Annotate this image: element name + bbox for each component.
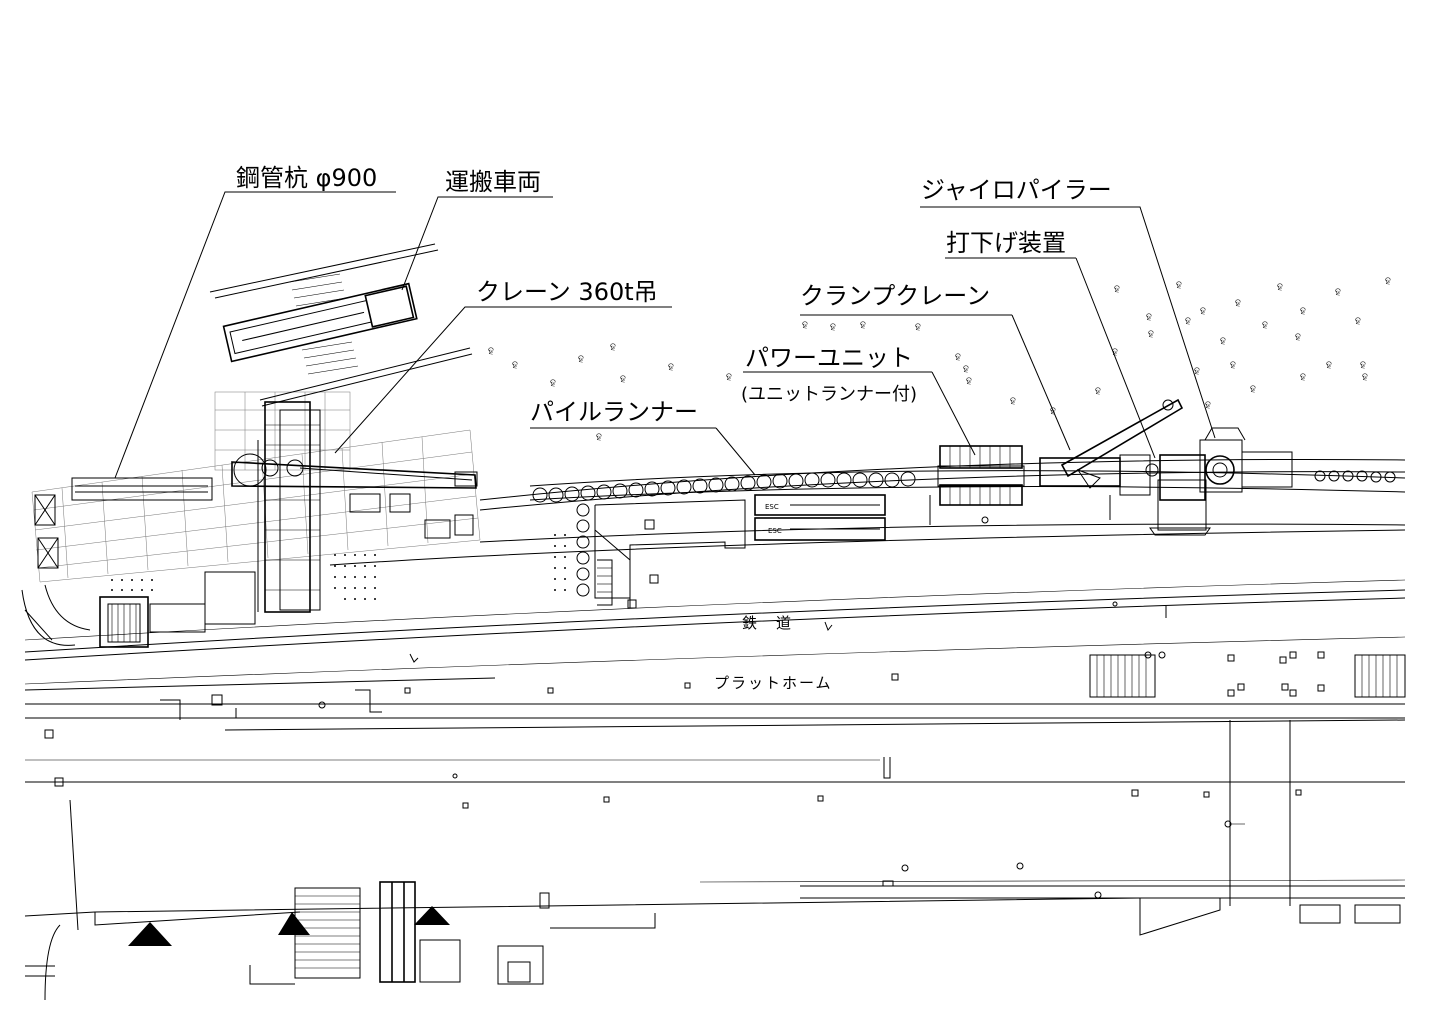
- svg-text:ହ: ହ: [1230, 360, 1236, 371]
- svg-text:ହ: ହ: [1194, 366, 1200, 377]
- svg-text:ହ: ହ: [1176, 280, 1182, 291]
- label-crane: クレーン 360t吊: [476, 278, 658, 306]
- svg-text:ହ: ହ: [1300, 372, 1306, 383]
- pile-runner-track: [329, 459, 1406, 609]
- svg-text:ହ: ହ: [1220, 336, 1226, 347]
- label-clamp-crane: クランプクレーン: [800, 282, 990, 310]
- planting-areas: [111, 534, 566, 600]
- esc-tag-2: ESC: [768, 527, 782, 535]
- railway-lines: [24, 579, 1406, 1001]
- svg-text:ହ: ହ: [1326, 360, 1332, 371]
- svg-text:ହ: ହ: [1112, 347, 1118, 358]
- svg-text:ହ: ହ: [1362, 372, 1368, 383]
- svg-text:ହ: ହ: [860, 320, 866, 331]
- gyro-piler-assembly: [929, 398, 1293, 536]
- svg-text:ହ: ହ: [1095, 386, 1101, 397]
- escalators: ESC ESC: [754, 494, 886, 541]
- label-pile-runner: パイルランナー: [530, 398, 698, 426]
- label-railway: 鉄 道: [742, 614, 793, 632]
- svg-text:ହ: ହ: [955, 352, 961, 363]
- label-power-unit: パワーユニット: [745, 344, 913, 372]
- svg-text:ହ: ହ: [1114, 284, 1120, 295]
- transport-vehicle: [209, 243, 473, 407]
- svg-text:ହ: ହ: [802, 320, 808, 331]
- svg-text:ହ: ହ: [1185, 316, 1191, 327]
- svg-text:ହ: ହ: [1385, 276, 1391, 287]
- power-unit: [937, 445, 1025, 524]
- label-steel-pile: 鋼管杭 φ900: [236, 164, 377, 192]
- svg-text:ହ: ହ: [1355, 316, 1361, 327]
- svg-text:ହ: ହ: [1335, 287, 1341, 298]
- label-gyro-piler: ジャイロパイラー: [921, 176, 1112, 204]
- label-transport-vehicle: 運搬車両: [445, 168, 541, 196]
- svg-text:ହ: ହ: [596, 432, 602, 443]
- svg-text:ହ: ହ: [1295, 332, 1301, 343]
- platform-details: [44, 601, 1406, 929]
- svg-text:ହ: ହ: [1235, 298, 1241, 309]
- station-entrance: [21, 571, 256, 648]
- svg-text:ହ: ହ: [1200, 306, 1206, 317]
- svg-text:ହ: ହ: [966, 376, 972, 387]
- svg-text:ହ: ହ: [1277, 282, 1283, 293]
- svg-text:ହ: ହ: [620, 374, 626, 385]
- label-lowering-device: 打下げ装置: [946, 229, 1066, 257]
- svg-text:ହ: ହ: [830, 322, 836, 333]
- svg-text:ହ: ହ: [1205, 400, 1211, 411]
- svg-text:ହ: ହ: [726, 372, 732, 383]
- svg-text:ହ: ହ: [1300, 306, 1306, 317]
- svg-text:ହ: ହ: [668, 362, 674, 373]
- crane-360t: [231, 401, 478, 613]
- svg-text:ହ: ହ: [512, 360, 518, 371]
- direction-marks: [235, 606, 1167, 718]
- svg-text:ହ: ହ: [1360, 360, 1366, 371]
- label-platform: プラットホーム: [714, 674, 833, 692]
- lower-stairs: [128, 881, 544, 985]
- svg-text:ହ: ହ: [488, 346, 494, 357]
- leader-lines: [114, 191, 1216, 479]
- svg-text:ହ: ହ: [550, 378, 556, 389]
- svg-text:ହ: ହ: [1146, 312, 1152, 323]
- esc-tag-1: ESC: [765, 503, 779, 511]
- label-power-unit-note: (ユニットランナー付): [741, 384, 917, 405]
- svg-text:ହ: ହ: [1010, 396, 1016, 407]
- svg-text:ହ: ହ: [1250, 384, 1256, 395]
- svg-text:ହ: ହ: [1262, 320, 1268, 331]
- svg-text:ହ: ହ: [963, 364, 969, 375]
- svg-text:ହ: ହ: [578, 354, 584, 365]
- svg-text:ହ: ହ: [610, 342, 616, 353]
- svg-text:ହ: ହ: [1148, 329, 1154, 340]
- svg-text:ହ: ହ: [915, 322, 921, 333]
